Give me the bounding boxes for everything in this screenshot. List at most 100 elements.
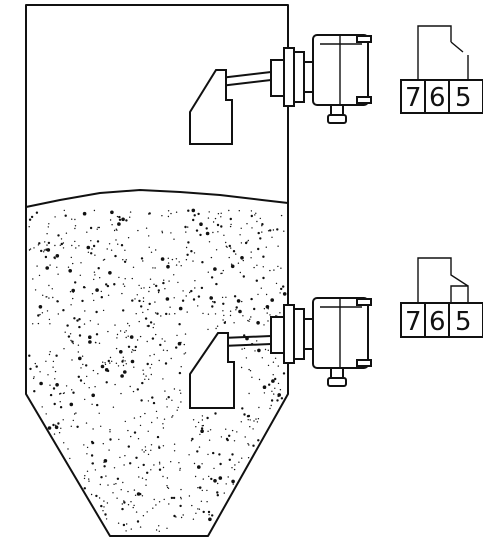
material-grain: [117, 522, 120, 524]
material-grain: [192, 260, 194, 262]
material-grain: [120, 244, 124, 247]
material-grain: [192, 218, 195, 222]
material-grain: [158, 530, 160, 532]
material-grain: [142, 369, 144, 371]
material-grain: [120, 392, 122, 395]
upper-open-contact: [417, 25, 469, 80]
material-grain: [116, 333, 119, 336]
material-grain: [159, 343, 162, 347]
material-grain: [187, 226, 189, 228]
material-grain: [145, 484, 147, 486]
material-grain: [215, 327, 217, 330]
material-grain: [155, 529, 158, 531]
material-grain: [242, 315, 244, 317]
material-grain: [192, 298, 196, 301]
material-grain: [119, 350, 123, 354]
material-grain: [220, 436, 223, 438]
material-grain: [90, 440, 94, 444]
material-grain: [67, 266, 70, 268]
material-grain: [143, 451, 145, 453]
material-grain: [231, 429, 234, 432]
material-grain: [39, 313, 41, 316]
material-grain: [118, 438, 120, 441]
material-grain: [250, 251, 252, 253]
material-grain: [255, 212, 257, 214]
material-grain: [250, 210, 253, 212]
material-grain: [148, 290, 150, 293]
material-grain: [28, 354, 31, 357]
material-grain: [163, 498, 165, 501]
material-grain: [52, 360, 55, 363]
material-grain: [211, 305, 214, 308]
material-grain: [209, 429, 212, 431]
material-grain: [138, 320, 140, 323]
material-grain: [269, 314, 271, 316]
material-grain: [162, 445, 165, 447]
material-grain: [128, 325, 131, 327]
material-grain: [269, 229, 272, 232]
material-grain: [162, 466, 165, 469]
material-grain: [91, 293, 94, 295]
material-grain: [109, 362, 111, 364]
material-grain: [231, 467, 233, 469]
lower-housing-clip-bottom: [356, 359, 372, 367]
material-grain: [117, 365, 120, 367]
material-grain: [55, 254, 60, 258]
material-grain: [100, 296, 104, 299]
material-grain: [97, 267, 100, 270]
material-grain: [55, 383, 59, 387]
material-grain: [163, 418, 166, 420]
material-grain: [208, 517, 212, 522]
material-grain: [121, 507, 124, 511]
material-grain: [137, 229, 139, 232]
material-grain: [124, 455, 126, 457]
material-grain: [199, 433, 201, 436]
material-grain: [280, 267, 282, 269]
material-grain: [277, 382, 280, 385]
material-grain: [191, 504, 193, 507]
material-grain: [164, 362, 168, 365]
material-grain: [100, 364, 105, 369]
material-grain: [269, 407, 271, 410]
material-grain: [225, 245, 227, 247]
material-grain: [129, 211, 132, 213]
material-grain: [150, 449, 152, 451]
material-grain: [200, 286, 204, 290]
upper-switch-flange: [283, 47, 295, 107]
material-grain: [155, 249, 157, 251]
material-grain: [59, 406, 63, 409]
material-grain: [180, 401, 182, 403]
material-grain: [247, 419, 249, 421]
material-grain: [222, 302, 225, 305]
material-grain: [45, 296, 47, 298]
material-grain: [76, 425, 79, 428]
material-grain: [146, 340, 148, 343]
material-grain: [103, 465, 106, 468]
material-grain: [38, 305, 43, 309]
material-grain: [277, 365, 279, 367]
material-grain: [243, 413, 246, 416]
material-grain: [168, 280, 170, 282]
material-grain: [233, 295, 237, 298]
material-grain: [230, 223, 232, 226]
material-grain: [150, 373, 152, 376]
material-grain: [104, 362, 106, 364]
material-grain: [127, 429, 129, 432]
material-grain: [139, 335, 142, 338]
material-grain: [45, 360, 47, 362]
material-grain: [210, 477, 213, 481]
material-grain: [78, 325, 81, 329]
material-grain: [167, 396, 170, 399]
material-grain: [234, 464, 236, 466]
material-grain: [139, 416, 142, 418]
material-grain: [122, 523, 126, 527]
material-grain: [168, 503, 170, 505]
material-grain: [214, 313, 217, 315]
material-grain: [83, 487, 87, 490]
material-grain: [148, 378, 150, 380]
material-grain: [136, 388, 139, 391]
material-grain: [166, 264, 170, 269]
material-grain: [194, 280, 196, 282]
material-grain: [153, 323, 155, 325]
material-grain: [32, 278, 34, 280]
